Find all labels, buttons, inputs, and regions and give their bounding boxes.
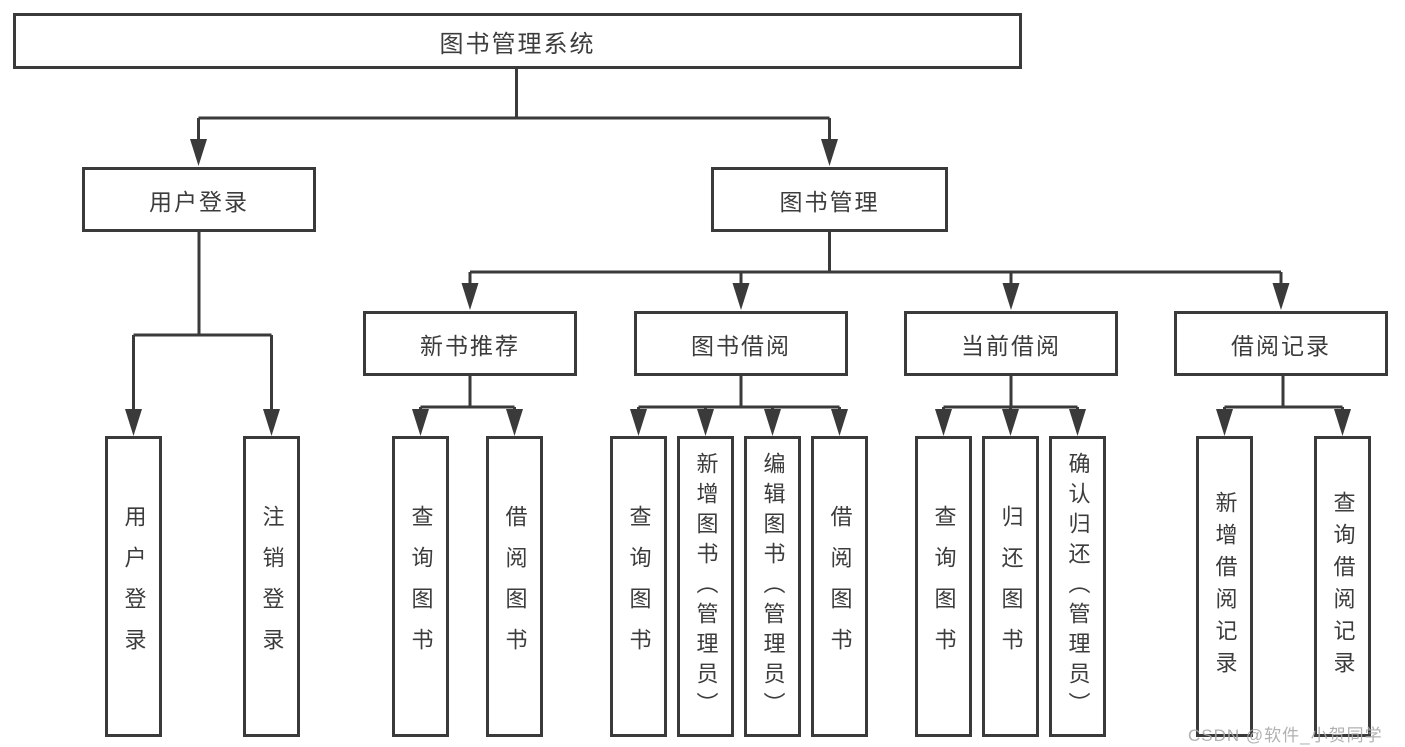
arrow-down-icon [190, 139, 207, 166]
arrow-down-icon [1334, 409, 1351, 436]
node-borrow-books-borrow-label: 借阅图书 [827, 504, 853, 669]
node-add-books-admin-label: 新增图书（管理员） [693, 451, 719, 722]
arrow-down-icon [412, 409, 429, 436]
arrow-down-icon [1069, 409, 1086, 436]
node-query-books-current-label: 查询图书 [931, 504, 957, 669]
arrow-down-icon [1002, 409, 1019, 436]
node-borrow-books-newbook: 借阅图书 [486, 436, 543, 737]
node-confirm-return-admin: 确认归还（管理员） [1049, 436, 1106, 737]
node-query-books-current: 查询图书 [915, 436, 972, 737]
node-logout-action-label: 注销登录 [259, 504, 285, 669]
arrow-down-icon [630, 409, 647, 436]
arrow-down-icon [506, 409, 523, 436]
csdn-watermark: CSDN @软件_小贺同学 [1188, 726, 1383, 745]
arrow-down-icon [461, 283, 479, 310]
node-query-books-newbook: 查询图书 [392, 436, 449, 737]
node-return-books: 归还图书 [982, 436, 1039, 737]
node-confirm-return-admin-label: 确认归还（管理员） [1065, 451, 1091, 722]
node-book-borrowing: 图书借阅 [634, 311, 848, 376]
node-user-login-action: 用户登录 [105, 436, 162, 737]
arrow-down-icon [764, 409, 781, 436]
node-query-borrow-record: 查询借阅记录 [1314, 436, 1371, 737]
node-logout-action: 注销登录 [243, 436, 300, 737]
node-borrow-books-borrow: 借阅图书 [811, 436, 868, 737]
arrow-down-icon [732, 283, 750, 310]
node-user-login-label: 用户登录 [149, 188, 249, 215]
node-user-login: 用户登录 [82, 167, 316, 232]
arrow-down-icon [125, 409, 142, 436]
node-return-books-label: 归还图书 [998, 504, 1024, 669]
node-query-borrow-record-label: 查询借阅记录 [1330, 490, 1356, 683]
arrowheads [125, 139, 1351, 436]
node-library-system-label: 图书管理系统 [439, 30, 596, 58]
node-book-borrowing-label: 图书借阅 [691, 332, 791, 359]
arrow-down-icon [263, 409, 280, 436]
node-edit-books-admin: 编辑图书（管理员） [744, 436, 801, 737]
node-add-books-admin: 新增图书（管理员） [677, 436, 734, 737]
node-add-borrow-record-label: 新增借阅记录 [1212, 490, 1238, 683]
node-new-book-recommend: 新书推荐 [363, 311, 577, 376]
arrow-down-icon [1002, 283, 1020, 310]
arrow-down-icon [831, 409, 848, 436]
node-add-borrow-record: 新增借阅记录 [1196, 436, 1253, 737]
arrow-down-icon [935, 409, 952, 436]
node-current-borrowing: 当前借阅 [904, 311, 1118, 376]
node-current-borrowing-label: 当前借阅 [961, 332, 1061, 359]
node-query-books-newbook-label: 查询图书 [408, 504, 434, 669]
node-book-management-label: 图书管理 [779, 188, 880, 215]
node-new-book-recommend-label: 新书推荐 [420, 332, 520, 359]
node-book-management: 图书管理 [711, 167, 948, 232]
node-query-books-borrow-label: 查询图书 [626, 504, 652, 669]
arrow-down-icon [1216, 409, 1233, 436]
node-edit-books-admin-label: 编辑图书（管理员） [760, 451, 786, 722]
node-borrowing-records: 借阅记录 [1174, 311, 1388, 376]
arrow-down-icon [697, 409, 714, 436]
node-user-login-action-label: 用户登录 [121, 504, 147, 669]
arrow-down-icon [1272, 283, 1290, 310]
node-borrowing-records-label: 借阅记录 [1231, 332, 1331, 359]
arrow-down-icon [821, 139, 838, 166]
node-library-system: 图书管理系统 [13, 13, 1022, 69]
node-borrow-books-newbook-label: 借阅图书 [502, 504, 528, 669]
node-query-books-borrow: 查询图书 [610, 436, 667, 737]
